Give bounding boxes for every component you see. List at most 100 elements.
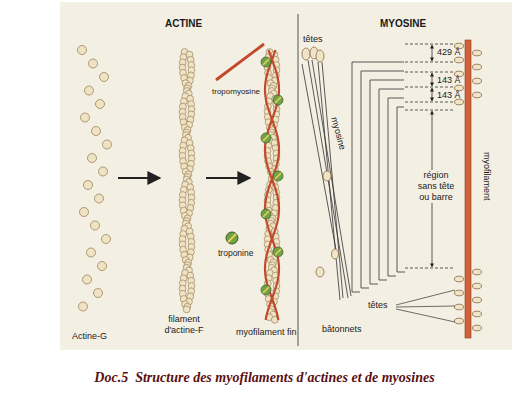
drawing-stroke — [261, 133, 271, 143]
drawing-stroke — [216, 44, 264, 80]
drawing-stroke — [263, 287, 269, 293]
drawing-stroke — [100, 73, 109, 82]
drawing-stroke — [396, 306, 455, 307]
drawing-stroke — [78, 46, 112, 312]
drawing-stroke — [465, 40, 471, 338]
part-label: MYOSINE — [380, 18, 426, 29]
drawing-stroke — [80, 208, 89, 217]
drawing-stroke — [473, 50, 482, 56]
part-label: myofilament — [481, 152, 492, 201]
drawing-stroke — [396, 290, 455, 305]
drawing-stroke — [85, 86, 94, 95]
figure-caption: Doc.5 Structure des myofilaments d'actin… — [0, 370, 529, 386]
drawing-stroke — [455, 318, 464, 324]
drawing-stroke — [261, 285, 271, 295]
drawing-stroke — [78, 46, 87, 55]
drawing-stroke — [370, 80, 371, 284]
part-label: filament d'actine-F — [160, 314, 208, 336]
part-label: 143 Å — [437, 75, 461, 86]
drawing-stroke — [473, 311, 482, 317]
drawing-stroke — [396, 309, 455, 322]
drawing-stroke — [84, 181, 93, 190]
drawing-stroke — [102, 235, 111, 244]
drawing-stroke — [352, 62, 404, 63]
drawing-stroke — [473, 297, 482, 303]
drawing-stroke — [81, 113, 90, 122]
drawing-stroke — [432, 45, 433, 61]
drawing-stroke — [275, 249, 281, 255]
drawing-stroke — [405, 102, 455, 103]
drawing-stroke — [388, 98, 404, 99]
drawing-stroke — [455, 99, 464, 105]
drawing-stroke — [352, 62, 353, 292]
drawing-stroke — [455, 85, 464, 91]
drawing-stroke — [183, 306, 190, 313]
drawing-stroke — [89, 59, 98, 68]
drawing-stroke — [263, 211, 269, 217]
drawing-stroke — [323, 171, 331, 181]
part-label: têtes — [368, 300, 388, 311]
drawing-stroke — [405, 62, 455, 63]
drawing-stroke — [316, 50, 324, 62]
drawing-stroke — [79, 302, 88, 311]
drawing-stroke — [455, 57, 464, 63]
drawing-stroke — [405, 44, 455, 45]
part-label: bâtonnets — [322, 324, 362, 335]
drawing-stroke — [261, 57, 271, 67]
drawing-stroke — [302, 48, 310, 60]
drawing-stroke — [352, 62, 405, 292]
drawing-stroke — [455, 276, 464, 282]
drawing-stroke — [370, 284, 378, 285]
drawing-stroke — [322, 62, 343, 298]
drawing-stroke — [83, 275, 92, 284]
part-label: troponine — [218, 248, 253, 259]
drawing-stroke — [405, 72, 455, 73]
drawing-stroke — [273, 171, 283, 181]
part-label: région sans tête ou barre — [414, 170, 458, 203]
drawing-stroke — [473, 64, 482, 70]
drawing-stroke — [432, 88, 433, 101]
drawing-stroke — [397, 107, 398, 272]
drawing-stroke — [308, 60, 348, 298]
drawing-stroke — [473, 269, 482, 275]
drawing-stroke — [361, 288, 369, 289]
drawing-stroke — [302, 64, 336, 250]
drawing-stroke — [265, 50, 279, 320]
drawing-stroke — [473, 325, 482, 331]
part-label: ACTINE — [165, 18, 202, 29]
drawing-stroke — [87, 248, 96, 257]
drawing-stroke — [388, 98, 389, 276]
drawing-stroke — [405, 87, 455, 88]
drawing-stroke — [361, 71, 362, 288]
drawing-stroke — [273, 171, 283, 181]
drawing-stroke — [91, 221, 100, 230]
drawing-stroke — [118, 177, 160, 179]
drawing-stroke — [361, 71, 404, 72]
drawing-stroke — [397, 272, 405, 273]
drawing-stroke — [432, 73, 433, 86]
part-label: 143 Å — [437, 90, 461, 101]
drawing-stroke — [318, 62, 340, 300]
drawing-stroke — [405, 110, 455, 111]
drawing-stroke — [379, 89, 380, 280]
drawing-stroke — [275, 97, 281, 103]
drawing-stroke — [261, 57, 271, 67]
drawing-stroke — [261, 209, 271, 219]
drawing-stroke — [275, 173, 281, 179]
drawing-stroke — [103, 140, 112, 149]
drawing-stroke — [88, 154, 97, 163]
part-label: Actine-G — [72, 331, 107, 342]
drawing-stroke — [273, 95, 283, 105]
drawing-stroke — [379, 89, 404, 90]
drawing-stroke — [405, 268, 455, 269]
drawing-stroke — [263, 135, 269, 141]
drawing-stroke — [298, 14, 299, 346]
drawing-stroke — [316, 267, 324, 277]
drawing-stroke — [455, 304, 464, 310]
drawing-stroke — [302, 60, 351, 300]
drawing-stroke — [261, 285, 271, 295]
drawing-stroke — [92, 127, 101, 136]
drawing-stroke — [379, 280, 387, 281]
drawing-stroke — [98, 262, 107, 271]
